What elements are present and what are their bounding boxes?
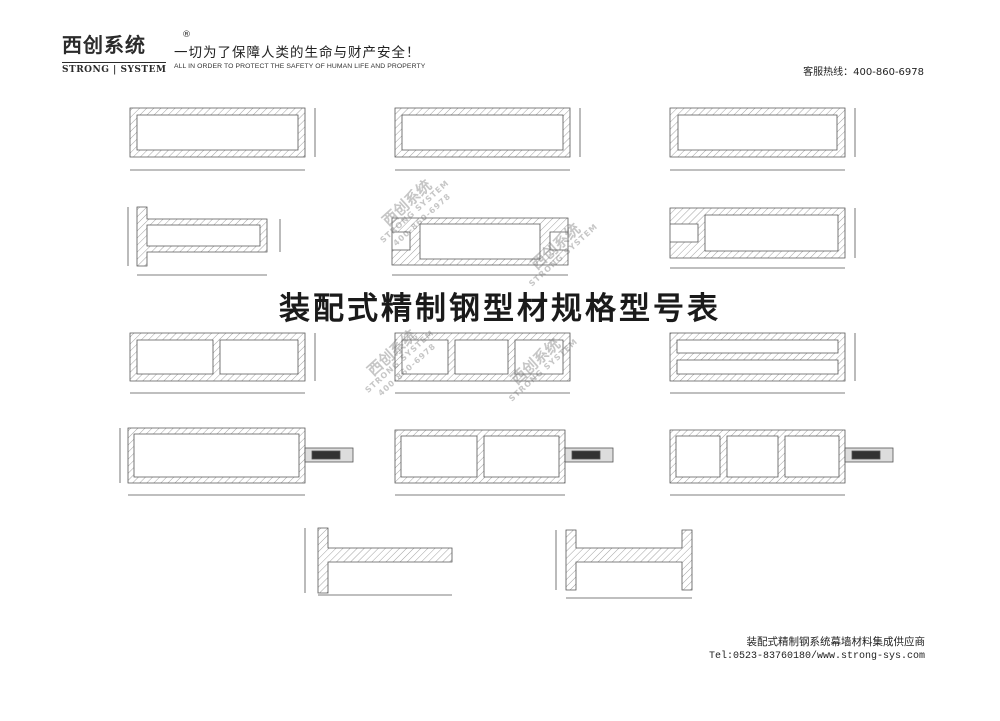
logo-english: STRONG | SYSTEM (62, 62, 167, 75)
profile-tube-bolt-1 (119, 427, 354, 496)
brand-logo[interactable]: 西创系统 ® STRONG | SYSTEM (62, 30, 191, 75)
footer: 装配式精制钢系统幕墙材料集成供应商 Tel:0523-83760180/www.… (709, 634, 925, 664)
registered-mark: ® (182, 30, 191, 40)
profile-rect-tube-3 (669, 107, 856, 171)
profile-double-slot-tube (391, 217, 569, 276)
profile-tube-bolt-2 (394, 429, 614, 496)
logo-chinese: 西创系统 (62, 33, 146, 57)
slogan-chinese: 一切为了保障人类的生命与财产安全！ (174, 45, 421, 61)
profile-t-section (304, 527, 453, 596)
profile-horizontal-divider-tube (669, 332, 856, 394)
profile-h-section (555, 529, 693, 599)
profile-rect-tube-1 (129, 107, 316, 171)
profile-two-chamber-tube (129, 332, 316, 394)
service-hotline: 客服热线：400-860-6978 (803, 67, 924, 78)
profile-rect-tube-2 (394, 107, 581, 171)
profile-three-chamber-tube (394, 332, 571, 394)
profile-tube-bolt-3 (669, 429, 894, 496)
profile-slot-tube (669, 207, 856, 269)
profile-flange-tube (127, 206, 281, 276)
footer-contact[interactable]: Tel:0523-83760180/www.strong-sys.com (708, 651, 925, 662)
slogan: 一切为了保障人类的生命与财产安全！ ALL IN ORDER TO PROTEC… (174, 45, 425, 70)
slogan-english: ALL IN ORDER TO PROTECT THE SAFETY OF HU… (174, 63, 426, 70)
footer-company: 装配式精制钢系统幕墙材料集成供应商 (746, 636, 926, 648)
page-title: 装配式精制钢型材规格型号表 (279, 291, 721, 327)
